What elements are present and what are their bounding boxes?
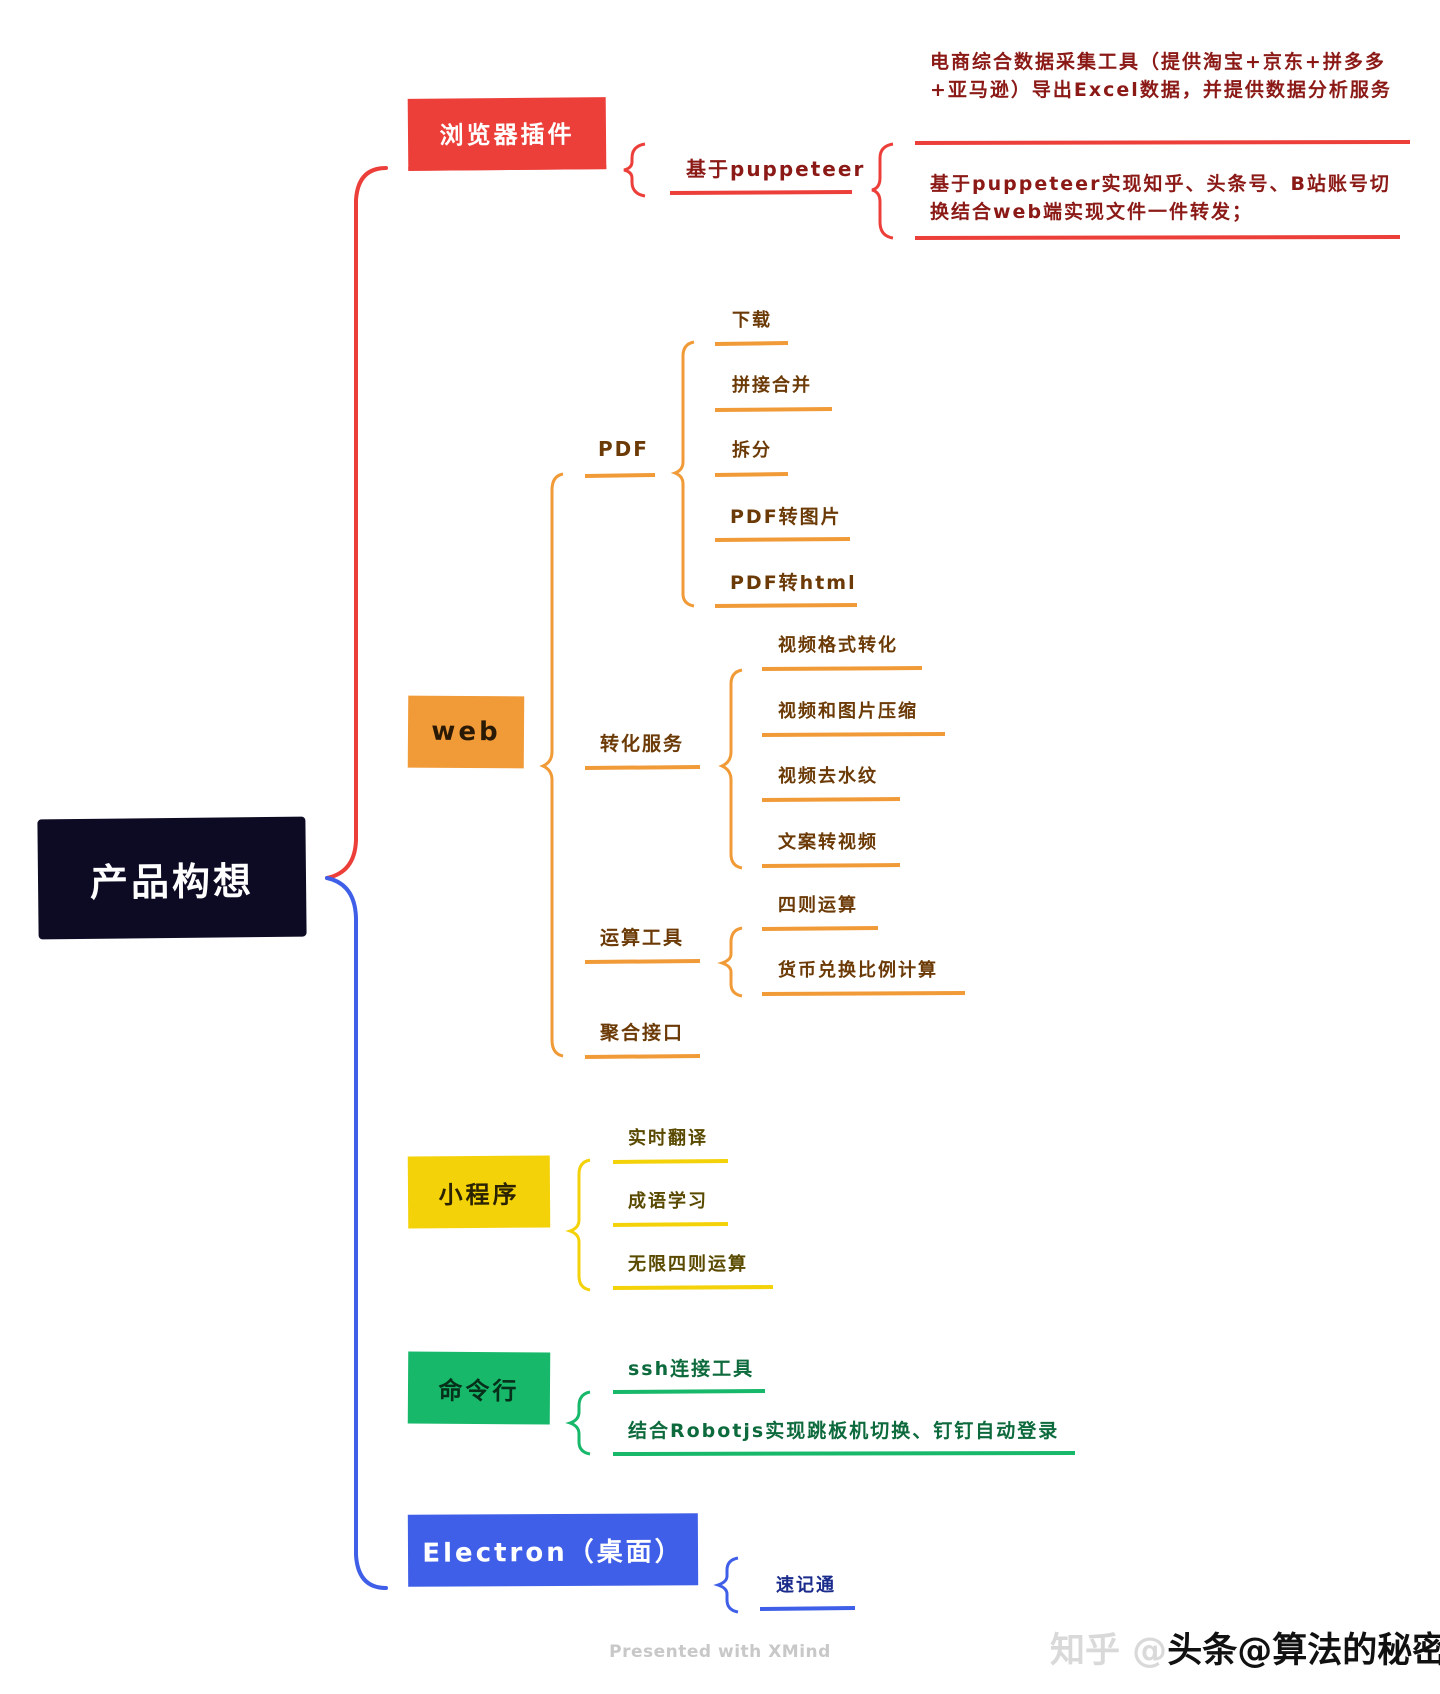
node-browser-item-1[interactable]: 电商综合数据采集工具（提供淘宝+京东+拼多多+亚马逊）导出Excel数据，并提供… xyxy=(930,51,1392,101)
node-pdf-item[interactable]: 下载 xyxy=(732,310,772,331)
node-pdf-item[interactable]: 拆分 xyxy=(732,440,772,461)
brace-miniprogram xyxy=(565,1158,591,1292)
node-pdf-item[interactable]: 拼接合并 xyxy=(732,375,812,396)
node-convert-item[interactable]: 视频格式转化 xyxy=(778,635,898,656)
brace-cli xyxy=(565,1390,591,1456)
trunk-blue xyxy=(325,876,388,1590)
brace-calc xyxy=(717,926,743,998)
node-browser-item-2[interactable]: 基于puppeteer实现知乎、头条号、B站账号切换结合web端实现文件一件转发… xyxy=(930,173,1391,223)
node-miniprogram[interactable]: 小程序 xyxy=(407,1155,551,1229)
underline-puppeteer xyxy=(669,190,853,195)
node-cli[interactable]: 命令行 xyxy=(407,1351,551,1425)
node-browser-plugin[interactable]: 浏览器插件 xyxy=(407,97,607,171)
node-electron[interactable]: Electron（桌面） xyxy=(407,1513,699,1587)
underline-browser-item-2 xyxy=(914,235,1401,240)
brace-web xyxy=(539,472,564,1058)
node-cli-item[interactable]: ssh连接工具 xyxy=(628,1358,755,1380)
brace-pdf xyxy=(670,340,695,608)
node-calc-item[interactable]: 四则运算 xyxy=(778,895,858,916)
node-web[interactable]: web xyxy=(407,695,525,769)
root-node[interactable]: 产品构想 xyxy=(37,816,307,940)
node-miniprogram-item[interactable]: 成语学习 xyxy=(628,1191,708,1212)
node-pdf-item[interactable]: PDF转html xyxy=(730,572,857,594)
node-convert-item[interactable]: 视频去水纹 xyxy=(778,766,878,787)
node-pdf[interactable]: PDF xyxy=(598,437,649,461)
node-miniprogram-item[interactable]: 无限四则运算 xyxy=(628,1254,748,1275)
node-convert[interactable]: 转化服务 xyxy=(600,733,685,755)
node-calc-item[interactable]: 货币兑换比例计算 xyxy=(778,960,938,981)
brace-puppeteer xyxy=(871,142,894,240)
watermark-strong: 头条@算法的秘密 xyxy=(1167,1631,1440,1671)
node-api[interactable]: 聚合接口 xyxy=(600,1022,685,1044)
node-pdf-item[interactable]: PDF转图片 xyxy=(730,506,842,528)
node-convert-item[interactable]: 视频和图片压缩 xyxy=(778,701,918,722)
node-calc[interactable]: 运算工具 xyxy=(600,927,685,949)
watermark-faint: 知乎 @ xyxy=(1050,1631,1168,1671)
footer-credit: Presented with XMind xyxy=(609,1642,831,1662)
watermark: 知乎 @头条@算法的秘密 xyxy=(1050,1622,1440,1673)
brace-convert xyxy=(718,668,743,870)
node-electron-item[interactable]: 速记通 xyxy=(776,1575,836,1596)
node-puppeteer[interactable]: 基于puppeteer xyxy=(686,157,866,181)
node-miniprogram-item[interactable]: 实时翻译 xyxy=(628,1128,708,1149)
trunk-red xyxy=(325,166,388,880)
brace-browser xyxy=(623,142,646,198)
node-cli-item[interactable]: 结合Robotjs实现跳板机切换、钉钉自动登录 xyxy=(628,1420,1060,1442)
underline-browser-item-1 xyxy=(914,140,1411,145)
brace-electron xyxy=(713,1556,739,1614)
node-convert-item[interactable]: 文案转视频 xyxy=(778,832,878,853)
